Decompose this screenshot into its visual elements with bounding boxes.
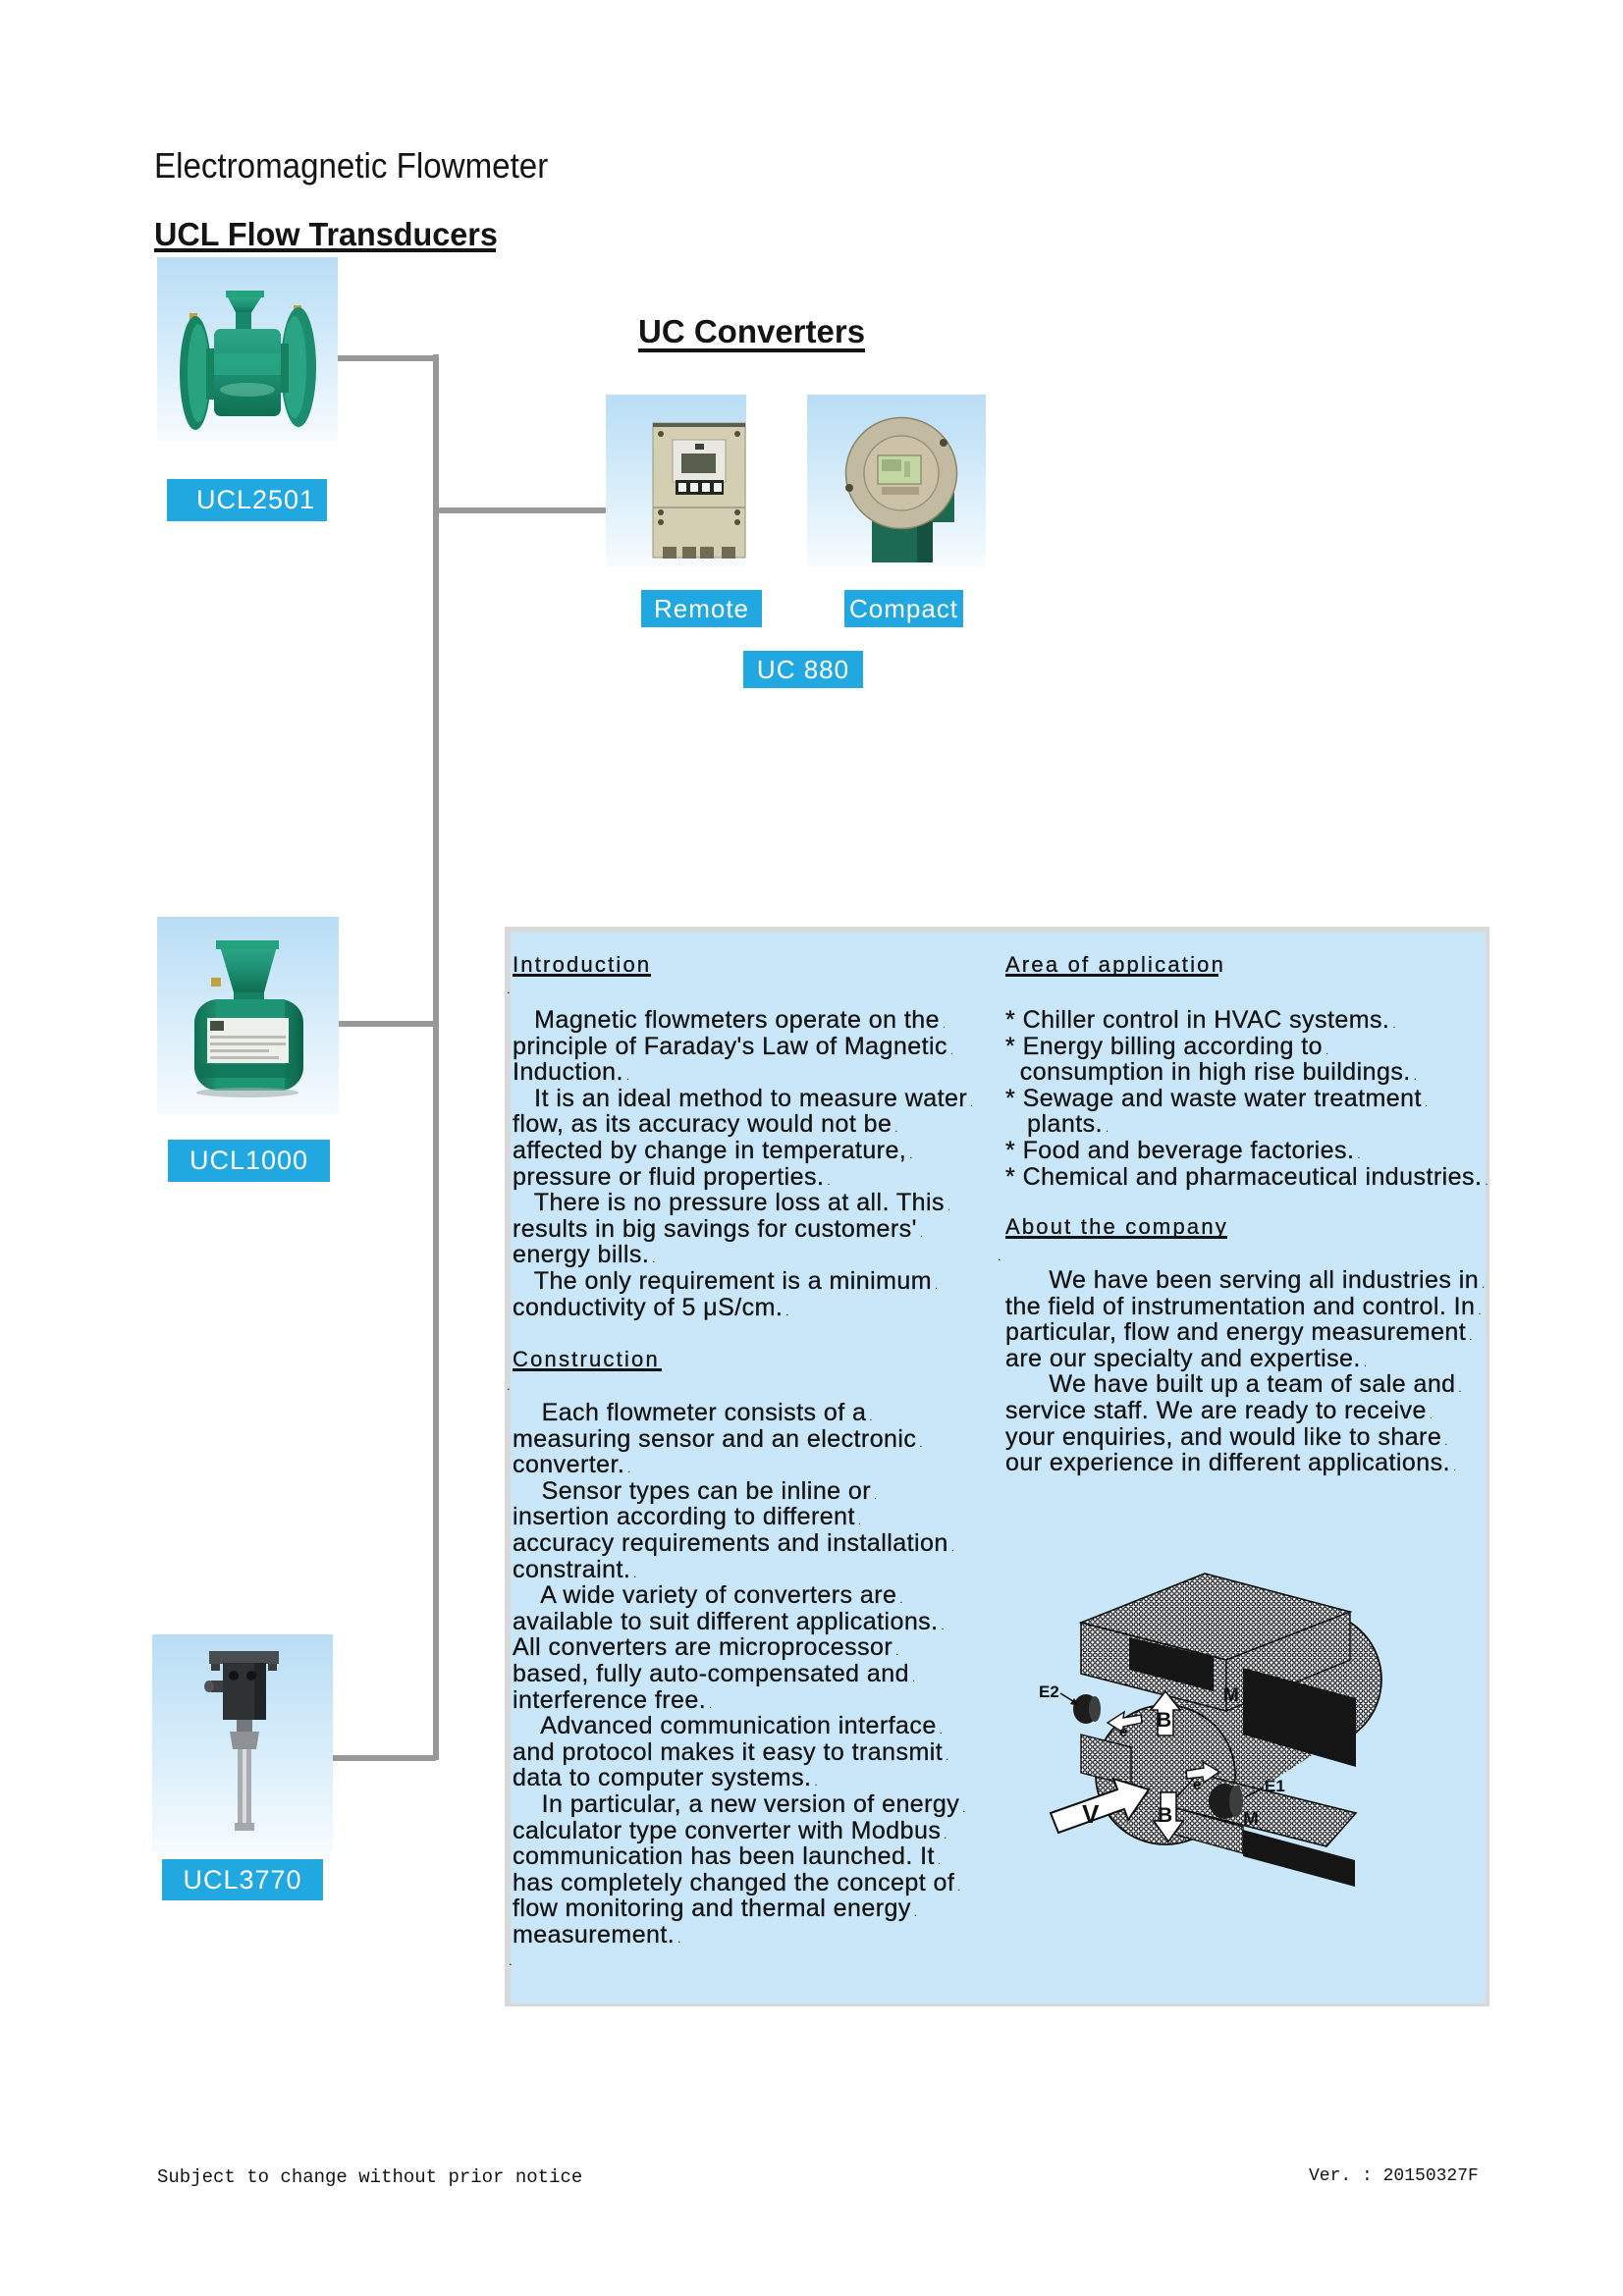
svg-text:E2: E2 (1039, 1682, 1059, 1701)
svg-text:e: e (1119, 1724, 1127, 1740)
svg-text:e: e (1193, 1777, 1201, 1793)
svg-text:M: M (1243, 1809, 1259, 1830)
svg-text:M: M (1223, 1685, 1239, 1706)
svg-text:V: V (1082, 1799, 1100, 1829)
svg-text:B: B (1158, 1804, 1172, 1827)
svg-text:B: B (1157, 1709, 1171, 1732)
svg-text:E1: E1 (1265, 1777, 1285, 1795)
